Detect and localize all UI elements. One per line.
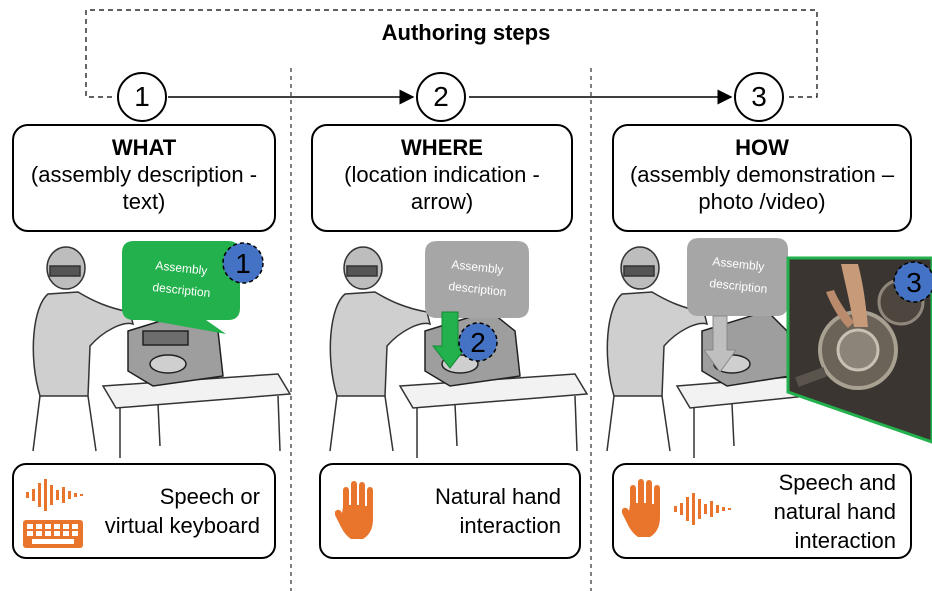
step-badge-1: 1 (222, 242, 264, 284)
svg-text:Assembly: Assembly (712, 254, 765, 273)
speech-bubble-gray: Assembly description (425, 241, 529, 318)
interaction-line2: virtual keyboard (104, 513, 260, 538)
step-badge-2: 2 (458, 322, 498, 362)
speech-waveform-icon (674, 493, 731, 525)
worker-figure (32, 246, 135, 452)
svg-text:3: 3 (906, 267, 922, 298)
scene-what-worker-illustration: Assembly description 1 (32, 241, 292, 458)
diagram-title: Authoring steps (381, 20, 551, 45)
step-desc-line1: (assembly demonstration – (629, 162, 895, 187)
interaction-text: Speech or virtual keyboard (70, 482, 260, 540)
step-box-how: HOW (assembly demonstration – photo /vid… (612, 124, 912, 232)
interaction-box-how: Speech and natural hand interaction (612, 463, 912, 559)
hand-icon (622, 479, 660, 537)
step-circle-3: 3 (734, 72, 784, 122)
engine-block (127, 310, 224, 387)
speech-waveform-icon (26, 479, 83, 511)
step-badge-3: 3 (893, 261, 932, 303)
step-box-where: WHERE (location indication - arrow) (311, 124, 573, 232)
svg-text:1: 1 (235, 248, 251, 279)
interaction-line2: interaction (459, 513, 561, 538)
demonstration-photo (786, 256, 932, 444)
workbench (101, 373, 292, 458)
svg-text:Assembly: Assembly (451, 257, 504, 276)
interaction-line1: Speech or (159, 484, 260, 509)
loop-back-connector (85, 9, 818, 98)
interaction-line1: Speech and (778, 470, 896, 495)
speech-bubble-green: Assembly description (122, 241, 240, 334)
scene-where-worker-illustration: Assembly description 2 (329, 241, 589, 458)
speech-bubble-gray: Assembly description (687, 238, 788, 316)
svg-text:description: description (709, 276, 768, 296)
step-desc-line2: photo /video) (698, 189, 826, 214)
green-location-arrow (431, 311, 469, 369)
worker-figure (329, 246, 432, 452)
scene-how-worker-illustration: Assembly description 3 (606, 238, 932, 458)
hand-icon (335, 481, 373, 539)
step-desc-line2: text) (122, 189, 166, 214)
interaction-line2: natural hand (773, 499, 896, 524)
step-heading: HOW (735, 135, 789, 160)
interaction-box-where: Natural hand interaction (319, 463, 581, 559)
bubble-text-line1: Assembly (155, 258, 208, 277)
step-desc-line1: (location indication - (344, 162, 540, 187)
interaction-line3: interaction (794, 528, 896, 553)
step-box-what: WHAT (assembly description - text) (12, 124, 276, 232)
interaction-box-what: Speech or virtual keyboard (12, 463, 276, 559)
step-circle-2: 2 (416, 72, 466, 122)
step-circle-1: 1 (117, 72, 167, 122)
svg-text:2: 2 (470, 327, 486, 358)
step-heading: WHERE (401, 135, 483, 160)
interaction-line1: Natural hand (435, 484, 561, 509)
svg-text:description: description (448, 279, 507, 299)
workbench (398, 373, 589, 458)
bubble-text-line2: description (152, 280, 211, 300)
interaction-text: Natural hand interaction (371, 482, 561, 540)
step-heading: WHAT (111, 135, 177, 160)
worker-figure (606, 246, 709, 452)
interaction-text: Speech and natural hand interaction (726, 468, 896, 555)
step-desc-line1: (assembly description - (30, 162, 258, 187)
keyboard-icon (23, 520, 83, 548)
step-desc-line2: arrow) (410, 189, 474, 214)
gray-location-arrow (703, 315, 737, 373)
